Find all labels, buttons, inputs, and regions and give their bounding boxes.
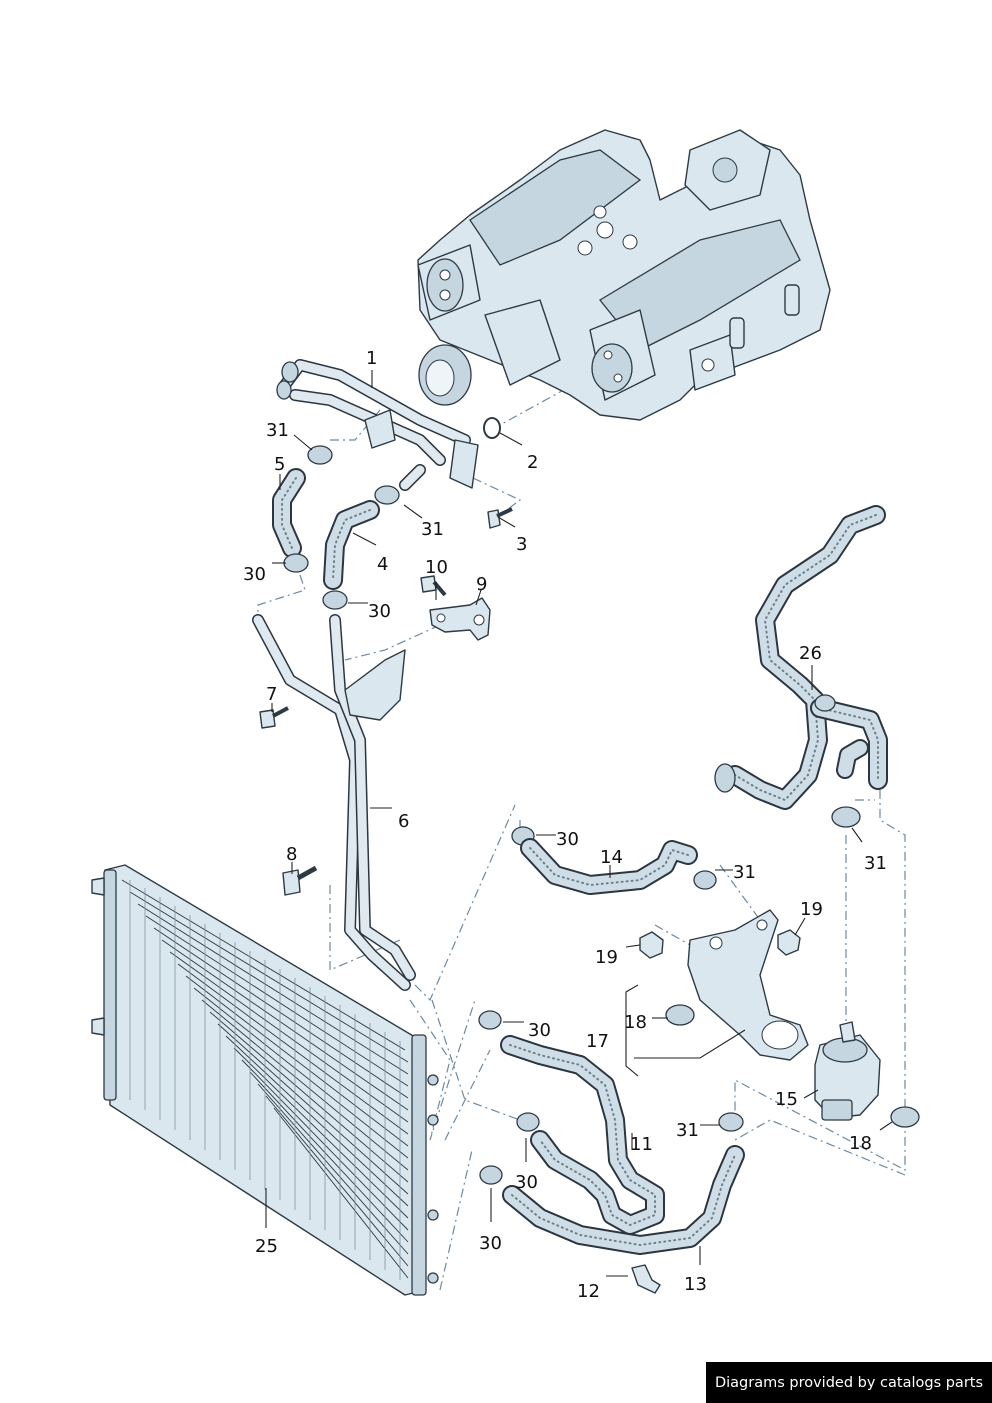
callout-5: 5 (274, 454, 285, 475)
coolant-pipe-6 (252, 614, 416, 991)
clip-12 (631, 1264, 661, 1294)
callout-7: 7 (266, 684, 277, 705)
bolt-7 (259, 706, 289, 729)
callout-17: 17 (586, 1031, 609, 1052)
callout-31-lower: 31 (676, 1120, 699, 1141)
pump-bracket-17 (687, 909, 809, 1061)
callout-14: 14 (600, 847, 623, 868)
callout-11: 11 (630, 1134, 653, 1155)
callout-13: 13 (684, 1274, 707, 1295)
callout-26: 26 (799, 643, 822, 664)
hose-4 (323, 500, 380, 590)
callouts: 1 2 3 4 5 6 7 8 9 10 11 12 13 14 15 17 1… (243, 348, 887, 1302)
nuts-19 (639, 929, 801, 959)
callout-31-hose26: 31 (864, 853, 887, 874)
bolt-3 (487, 507, 513, 529)
callout-4: 4 (377, 554, 388, 575)
hose-26 (714, 505, 888, 810)
callout-18-bracket: 18 (624, 1012, 647, 1033)
callout-30-lower-mid: 30 (515, 1172, 538, 1193)
callout-31-hose14: 31 (733, 862, 756, 883)
hose-14 (520, 838, 698, 895)
callout-30-upper-left: 30 (243, 564, 266, 585)
callout-18-pump: 18 (849, 1133, 872, 1154)
callout-31-upper-mid: 31 (421, 519, 444, 540)
bolt-8 (282, 865, 318, 896)
hose-5 (272, 468, 306, 558)
bracket-9 (429, 597, 491, 641)
supercharger-unit (417, 129, 831, 421)
callout-30-hose11: 30 (528, 1020, 551, 1041)
coolant-pipe-manifold (276, 359, 479, 491)
callout-12: 12 (577, 1281, 600, 1302)
callout-25: 25 (255, 1236, 278, 1257)
callout-15: 15 (775, 1089, 798, 1110)
callout-19-left: 19 (595, 947, 618, 968)
attribution-banner: Diagrams provided by catalogs parts (706, 1362, 992, 1403)
callout-2: 2 (527, 452, 538, 473)
coolant-pump-15 (814, 1021, 881, 1121)
attribution-text: Diagrams provided by catalogs parts (714, 1374, 984, 1391)
callout-30-hose14: 30 (556, 829, 579, 850)
o-ring (483, 417, 501, 439)
hose-13 (502, 1145, 745, 1255)
callout-10: 10 (425, 557, 448, 578)
callout-1: 1 (366, 348, 377, 369)
callout-31-upper-left: 31 (266, 420, 289, 441)
hose-11 (500, 1035, 665, 1235)
callout-30-lower-left: 30 (479, 1233, 502, 1254)
clamps (283, 445, 920, 1185)
callout-6: 6 (398, 811, 409, 832)
callout-9: 9 (476, 574, 487, 595)
radiator-25 (91, 864, 439, 1296)
callout-19-right: 19 (800, 899, 823, 920)
leader-lines (265, 370, 893, 1277)
callout-8: 8 (286, 844, 297, 865)
callout-30-upper-mid: 30 (368, 601, 391, 622)
bolt-10 (420, 575, 447, 597)
callout-3: 3 (516, 534, 527, 555)
